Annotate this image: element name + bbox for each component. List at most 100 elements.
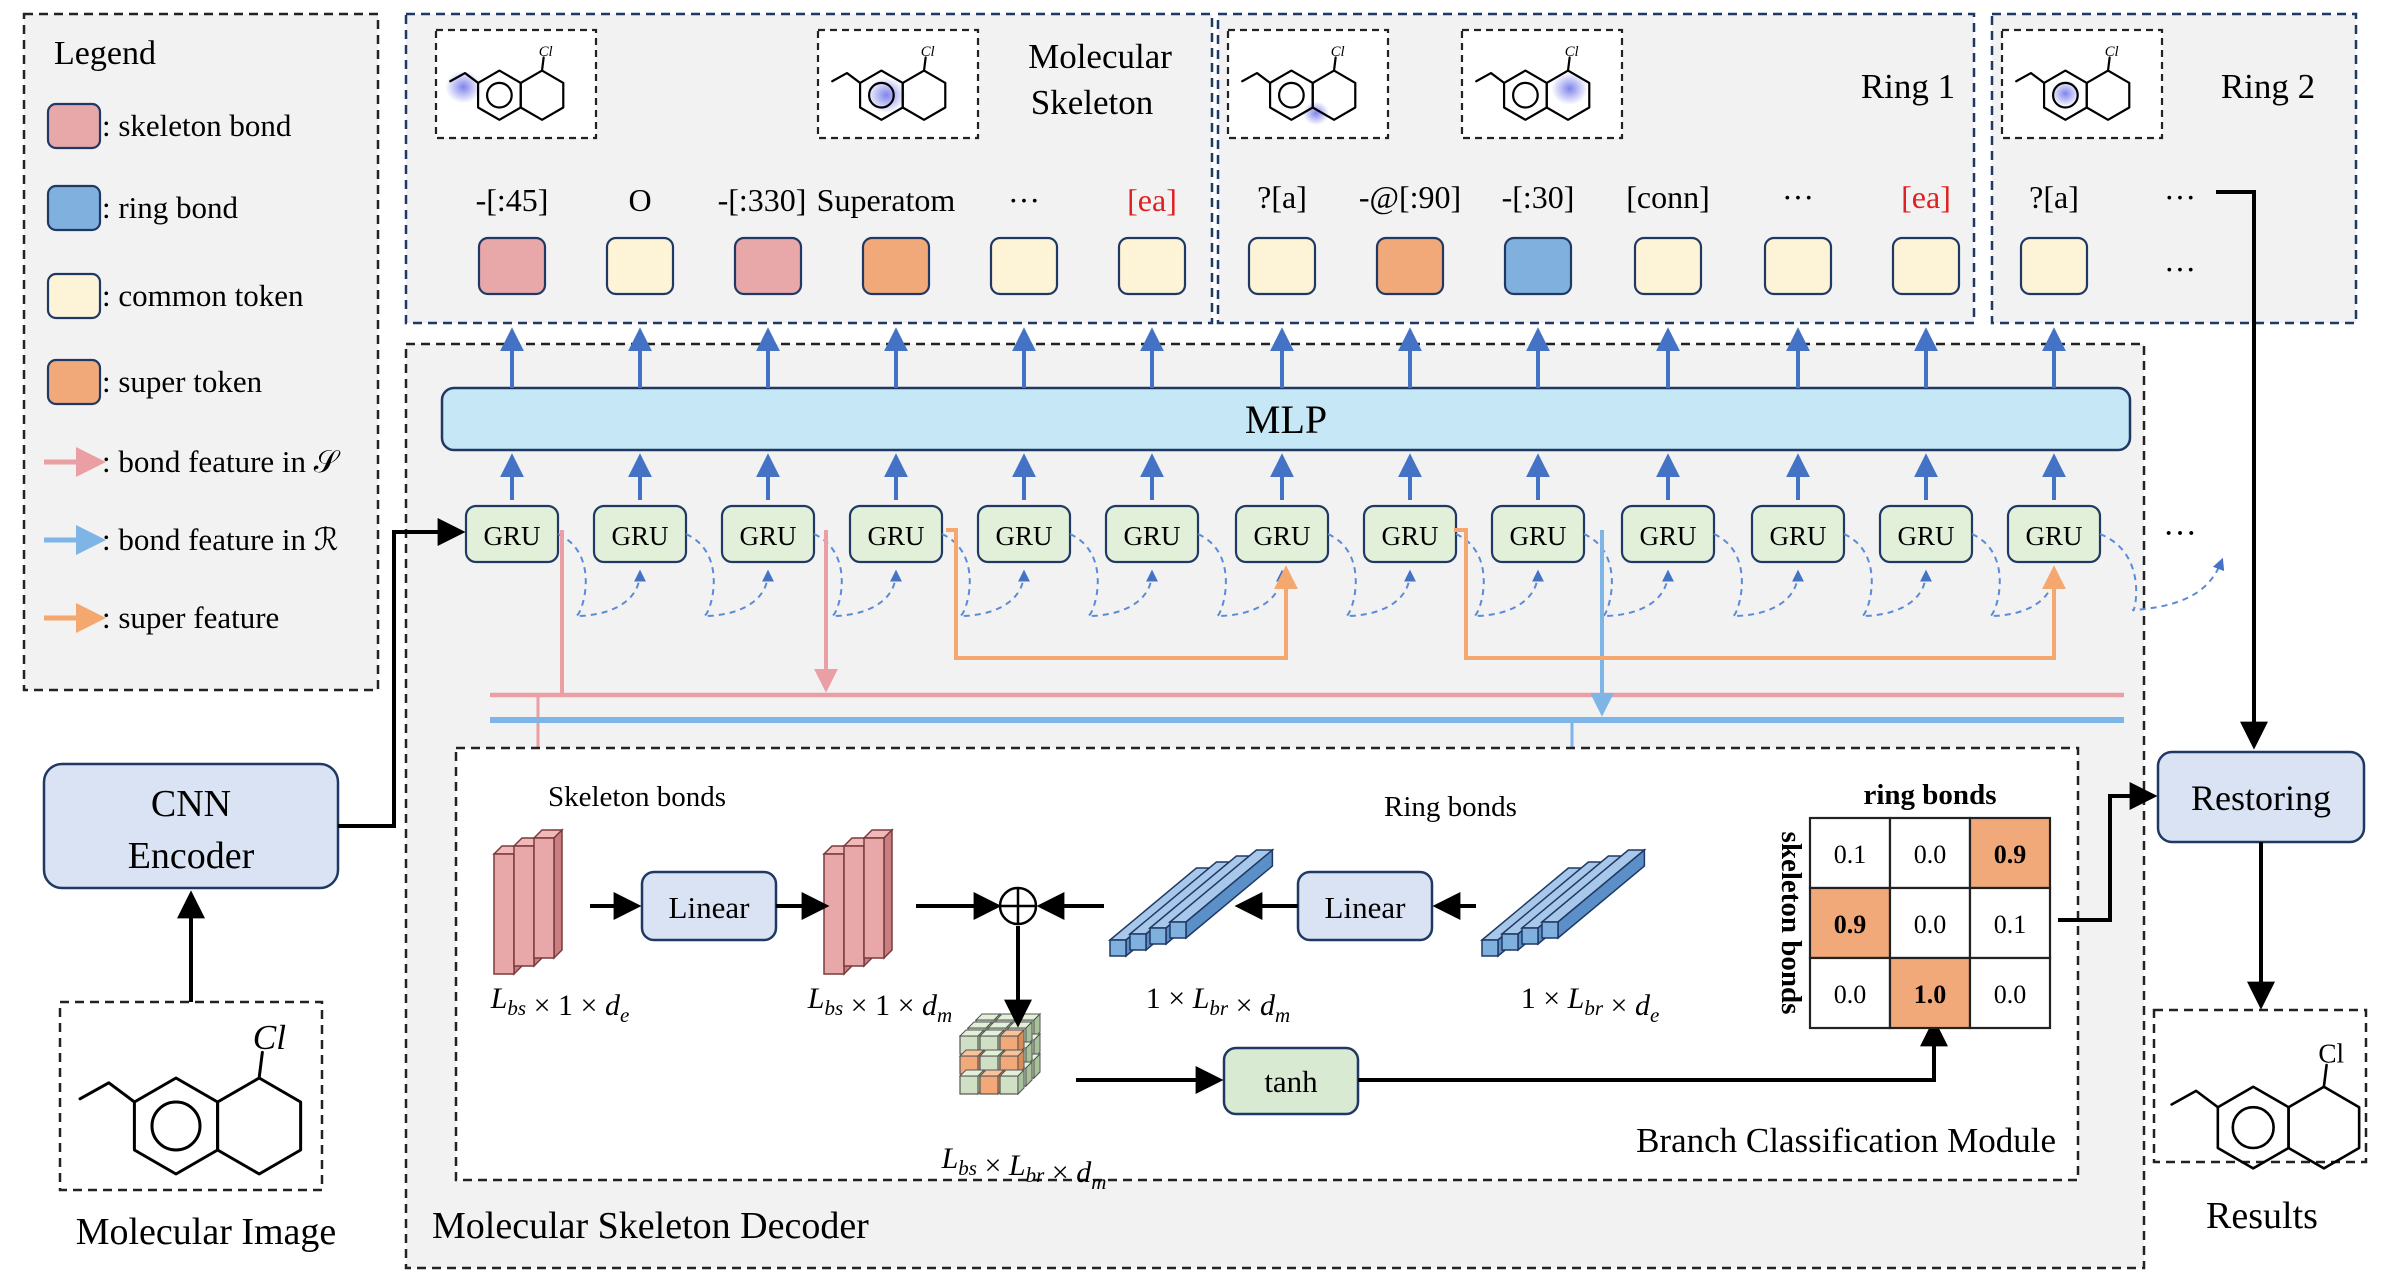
legend-item: : skeleton bond <box>46 102 292 150</box>
legend-swatch <box>46 272 102 320</box>
svg-text:0.1: 0.1 <box>1834 840 1867 869</box>
token-label: [ea] <box>1127 182 1177 218</box>
gru-recurrent-link <box>2099 533 2225 612</box>
gru-recurrent-link <box>1843 533 1932 617</box>
matrix-row-title: skeleton bonds <box>1775 832 1807 1015</box>
matrix-cell: 0.0 <box>1968 956 2052 1030</box>
gru-cell: GRU <box>720 504 902 617</box>
legend-label: : skeleton bond <box>102 108 292 143</box>
gru-cell: GRU <box>1490 504 1674 617</box>
gru-cell: GRU <box>1104 504 1288 617</box>
gru-recurrent-link <box>1455 533 1544 617</box>
results-box: Results <box>2152 1008 2368 1237</box>
matrix-cell: 0.9 <box>1968 816 2052 890</box>
molecular-image-label: Molecular Image <box>76 1211 337 1253</box>
svg-text:tanh: tanh <box>1264 1064 1318 1099</box>
token-box <box>2019 236 2089 296</box>
gru-label: GRU <box>1123 521 1180 551</box>
pairwise-tensor <box>958 1012 1042 1096</box>
token-label: ··· <box>2164 179 2196 215</box>
token-label: ··· <box>1008 182 1040 218</box>
svg-text:Linear: Linear <box>669 890 751 925</box>
dimension-label: Lbs × 1 × de <box>490 982 630 1027</box>
gru-label: GRU <box>611 521 668 551</box>
legend-label: : bond feature in ℛ <box>102 522 339 557</box>
gru-cell: GRU <box>464 504 646 617</box>
output-token: [ea] <box>1117 182 1187 296</box>
gru-label: GRU <box>483 521 540 551</box>
feature-lines <box>490 528 2124 848</box>
svg-text:0.9: 0.9 <box>1994 840 2027 869</box>
gru-label: GRU <box>1897 521 1954 551</box>
svg-text:0.9: 0.9 <box>1834 910 1867 939</box>
token-label: O <box>628 182 651 218</box>
token-label: ··· <box>1782 179 1814 215</box>
molecular-image-box: Molecular Image <box>58 1000 337 1253</box>
token-box <box>1503 236 1573 296</box>
token-ellipsis: ··· <box>2164 251 2196 287</box>
attention-thumbnail: Cl <box>1226 28 1390 140</box>
output-token: [ea] <box>1891 179 1961 296</box>
token-label: -@[:90] <box>1359 179 1461 215</box>
linear-left: Linear <box>640 870 778 942</box>
gru-recurrent-link <box>813 533 902 617</box>
token-label: [conn] <box>1626 179 1710 215</box>
dimension-label: Lbs × Lbr × dm <box>941 1142 1107 1194</box>
output-token: -@[:90] <box>1359 179 1461 296</box>
sum-operator <box>998 886 1038 926</box>
output-token: Superatom <box>817 182 956 296</box>
token-label: -[:330] <box>718 182 807 218</box>
gru-label: GRU <box>995 521 1052 551</box>
svg-text:0.0: 0.0 <box>1834 980 1867 1009</box>
skeleton-bonds-label: Skeleton bonds <box>548 781 726 813</box>
legend-label: : bond feature in 𝒮 <box>102 444 341 479</box>
attention-thumbnail: Cl <box>1460 28 1624 140</box>
svg-text:Restoring: Restoring <box>2191 778 2331 818</box>
gru-cell: GRU <box>1362 504 1544 617</box>
matrix-cell: 0.0 <box>1888 816 1972 890</box>
legend-swatch <box>46 184 102 232</box>
svg-text:0.0: 0.0 <box>1994 980 2027 1009</box>
legend-item: : bond feature in ℛ <box>44 522 339 557</box>
dimension-label: 1 × Lbr × dm <box>1146 982 1290 1027</box>
gru-cell: GRU <box>848 504 1030 617</box>
ring-tensor-input <box>1479 848 1647 958</box>
legend-label: : ring bond <box>102 190 239 225</box>
decoder-label: Molecular Skeleton Decoder <box>432 1205 869 1247</box>
encoder-arrows <box>177 518 466 1002</box>
token-box <box>477 236 547 296</box>
attention-thumbnail: Cl <box>816 28 980 140</box>
gru-label: GRU <box>2025 521 2082 551</box>
legend-label: : super token <box>102 364 263 399</box>
gru-recurrent-link <box>685 533 774 617</box>
svg-text:0.0: 0.0 <box>1914 840 1947 869</box>
svg-text:Cl: Cl <box>2318 1038 2344 1068</box>
gru-label: GRU <box>739 521 796 551</box>
svg-text:Cl: Cl <box>2105 44 2119 60</box>
legend-label: : super feature <box>102 600 279 635</box>
output-token: O <box>605 182 675 296</box>
svg-text:0.0: 0.0 <box>1914 910 1947 939</box>
legend-item: : bond feature in 𝒮 <box>44 444 341 479</box>
token-label: [ea] <box>1901 179 1951 215</box>
skeleton-tensor-input <box>492 828 564 976</box>
token-label: Superatom <box>817 182 956 218</box>
legend-item: : common token <box>46 272 304 320</box>
gru-label: GRU <box>1253 521 1310 551</box>
svg-text:Cl: Cl <box>539 44 553 60</box>
legend-item: : super token <box>46 358 263 406</box>
restoring-arrows <box>2058 190 2275 1010</box>
token-label: -[:30] <box>1502 179 1575 215</box>
gru-cell: GRU <box>976 504 1158 617</box>
matrix-cell: 0.1 <box>1968 886 2052 960</box>
svg-text:Cl: Cl <box>253 1018 286 1057</box>
gru-cell: GRU <box>592 504 774 617</box>
ring2-title: Ring 2 <box>2221 67 2315 106</box>
skeleton-panel-title: Molecular <box>1028 37 1172 76</box>
output-token: ··· ··· <box>2164 179 2196 287</box>
svg-text:Encoder: Encoder <box>128 835 255 877</box>
output-token: -[:30] <box>1502 179 1575 296</box>
module-arrows <box>590 892 1948 1094</box>
